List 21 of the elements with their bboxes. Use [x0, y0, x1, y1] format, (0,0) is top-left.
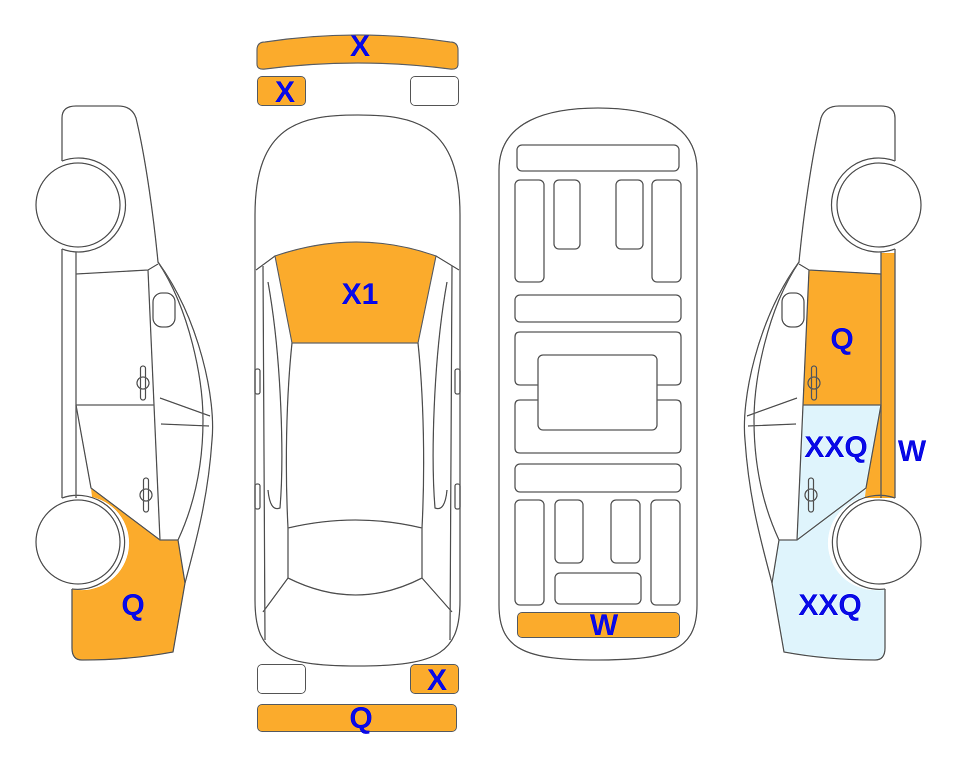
damage-code: XXQ — [804, 433, 868, 463]
lamp-panel — [257, 664, 306, 694]
damage-code: X — [350, 32, 370, 62]
bumper-panel — [257, 704, 457, 732]
lamp-panel — [410, 76, 459, 106]
damage-code: X — [427, 666, 447, 696]
lamp-panel — [410, 664, 459, 694]
damage-code: X1 — [342, 280, 378, 310]
door-panel — [803, 270, 881, 405]
damage-code: W — [898, 437, 926, 467]
fender-panel — [72, 486, 186, 661]
windshield-panel — [275, 242, 437, 344]
fender-panel — [771, 486, 886, 661]
underbody-panel — [517, 612, 680, 638]
damage-code: Q — [121, 591, 145, 621]
damage-code: XXQ — [798, 591, 862, 621]
damage-code: W — [590, 611, 618, 641]
damage-code: X — [275, 78, 295, 108]
damage-code: Q — [830, 325, 854, 355]
lamp-panel — [257, 76, 306, 106]
damage-code: Q — [349, 704, 373, 734]
